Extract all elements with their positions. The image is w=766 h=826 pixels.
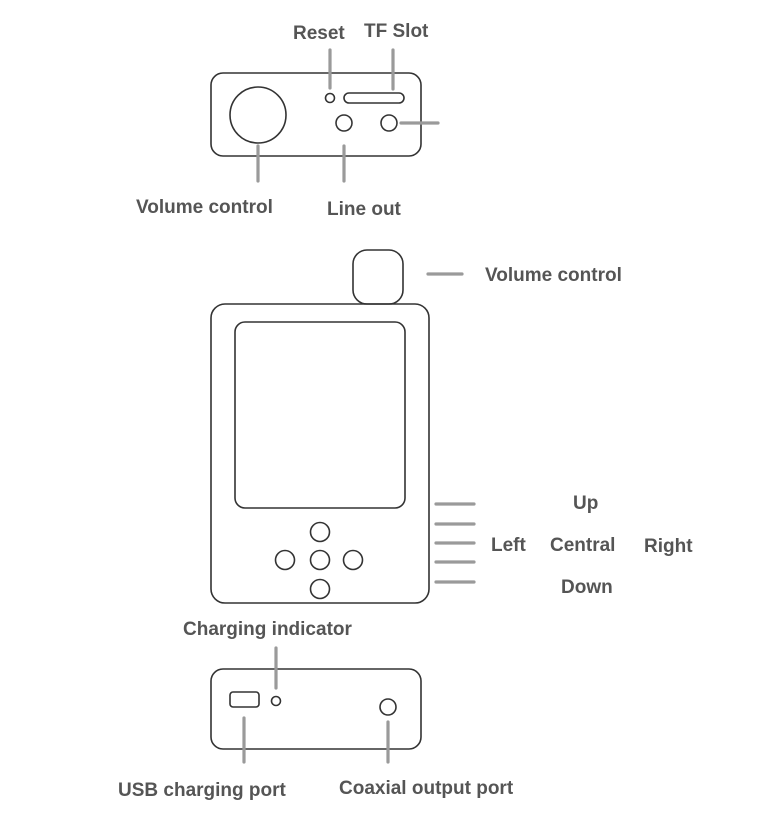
volume-control-side-label: Volume control <box>485 265 622 286</box>
screen <box>234 321 406 509</box>
reset-hole <box>324 92 336 104</box>
up-label: Up <box>573 493 599 514</box>
volume-knob-top <box>229 86 287 144</box>
down-button <box>309 578 331 600</box>
top-right-jack <box>380 114 398 132</box>
tf-slot <box>343 92 405 104</box>
bottom-view <box>210 646 422 764</box>
charging-led <box>270 695 282 707</box>
front-view-body <box>210 303 430 604</box>
right-button <box>342 549 364 571</box>
top-view-body <box>210 72 422 157</box>
bottom-view-body <box>210 668 422 750</box>
line-out-jack <box>335 114 353 132</box>
central-button <box>309 549 331 571</box>
central-label: Central <box>550 535 616 556</box>
up-button <box>309 521 331 543</box>
usb-port <box>229 691 260 708</box>
left-button <box>274 549 296 571</box>
coaxial-output-port-label: Coaxial output port <box>339 778 514 799</box>
left-label: Left <box>491 535 526 556</box>
right-label: Right <box>644 536 693 557</box>
front-view <box>210 249 476 604</box>
volume-control-top-label: Volume control <box>136 197 273 218</box>
usb-charging-port-label: USB charging port <box>118 780 286 801</box>
reset-label: Reset <box>293 23 345 44</box>
charging-indicator-label: Charging indicator <box>183 619 352 640</box>
line-out-label: Line out <box>327 199 401 220</box>
top-view <box>210 48 440 183</box>
down-label: Down <box>561 577 613 598</box>
volume-knob-side <box>352 249 404 305</box>
tf-slot-label: TF Slot <box>364 21 429 42</box>
coaxial-port <box>379 698 397 716</box>
